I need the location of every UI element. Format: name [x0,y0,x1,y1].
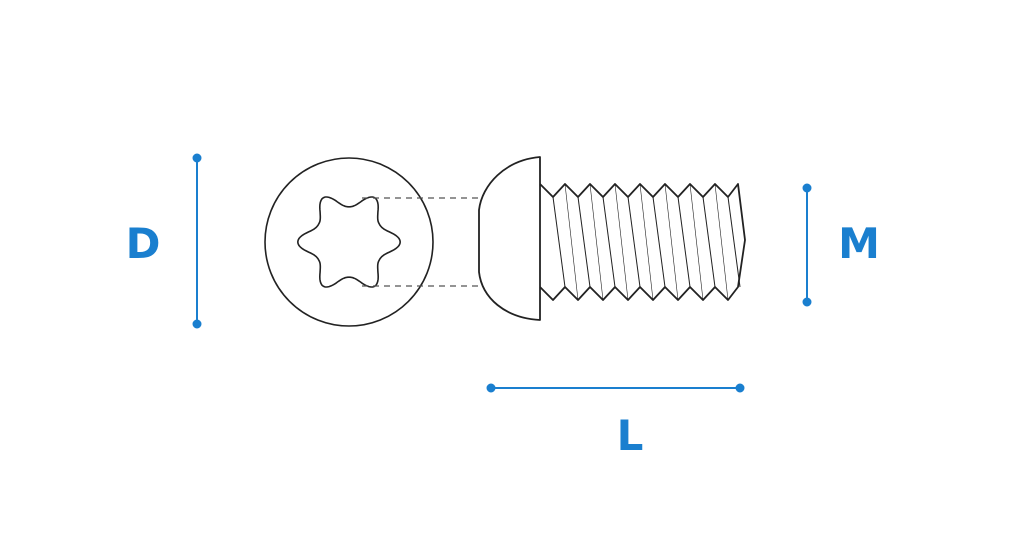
dimension-m [802,183,812,307]
dimension-endpoint [486,383,496,393]
label-m: M [838,219,880,268]
label-d: D [126,219,161,268]
thread-helix-line [702,196,716,288]
screw-head-dome [478,156,541,321]
thread-helix-line [652,196,666,288]
thread-helix-line [727,196,741,288]
thread-helix-line [627,196,641,288]
thread-helix-lines [552,183,741,301]
head-top-view [264,157,434,327]
screw-thread [539,183,746,301]
thread-helix-line [689,183,704,301]
dimension-l [486,383,745,393]
dimension-endpoint [192,153,202,163]
thread-helix-line [552,196,566,288]
projection-lines [362,197,495,287]
dimension-endpoint [735,383,745,393]
label-l: L [617,411,644,460]
thread-helix-line [577,196,591,288]
screw-head-circle [264,157,434,327]
dimension-endpoint [802,297,812,307]
screw-side-view [478,156,746,321]
thread-helix-line [589,183,604,301]
thread-helix-line [614,183,629,301]
thread-helix-line [602,196,616,288]
dimension-d [192,153,202,329]
thread-helix-line [714,183,729,301]
thread-helix-line [564,183,579,301]
thread-helix-line [639,183,654,301]
torx-drive-icon [296,196,402,288]
thread-helix-line [677,196,691,288]
thread-helix-line [664,183,679,301]
dimension-endpoint [192,319,202,329]
dimension-endpoint [802,183,812,193]
